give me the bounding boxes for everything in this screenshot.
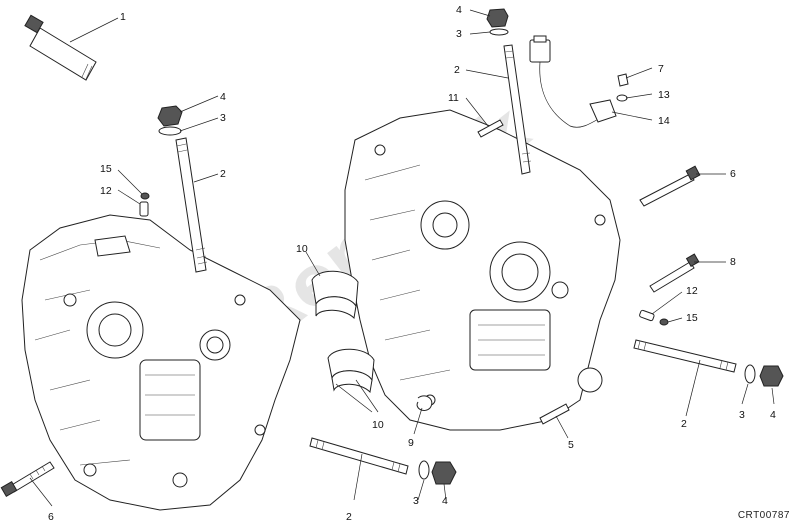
callout-4: 4: [220, 91, 226, 103]
callout-12: 12: [686, 285, 698, 297]
callout-12: 12: [100, 185, 112, 197]
bolt-5: [539, 403, 570, 425]
callout-5: 5: [568, 439, 574, 451]
circlip-9: [416, 395, 433, 411]
bolt-11: [477, 119, 504, 138]
callout-3: 3: [456, 28, 462, 40]
stud-2-right: [633, 339, 784, 387]
sensor-assembly: [529, 35, 629, 128]
callout-3: 3: [220, 112, 226, 124]
callout-4: 4: [442, 495, 448, 507]
stud-2-bottom: [309, 437, 457, 485]
callout-13: 13: [658, 89, 670, 101]
leader-lines: [29, 9, 775, 507]
right-crankcase-half: [344, 109, 621, 431]
callout-3: 3: [739, 409, 745, 421]
bolt-6-left: [0, 461, 55, 498]
callout-6: 6: [730, 168, 736, 180]
callout-15: 15: [686, 312, 698, 324]
callout-6: 6: [48, 511, 54, 523]
left-stud-assembly: [139, 105, 208, 273]
callout-2: 2: [346, 511, 352, 523]
callout-2: 2: [681, 418, 687, 430]
callout-8: 8: [730, 256, 736, 268]
sealant-tube: [24, 14, 97, 81]
callout-10: 10: [372, 419, 384, 431]
callout-4: 4: [770, 409, 776, 421]
callout-labels: 1 4 3 2 15 12 10 10 6 2 3 4 4 3 2 11 7 1…: [48, 4, 776, 523]
callout-11: 11: [448, 92, 459, 104]
callout-7: 7: [658, 63, 664, 75]
drawing-code: CRT00787: [737, 510, 790, 521]
bolt-6-right: [639, 165, 701, 207]
callout-15: 15: [100, 163, 112, 175]
main-bearing-shells: [311, 270, 375, 394]
callout-2: 2: [454, 64, 460, 76]
stud-assembly-top-right: [486, 8, 532, 175]
callout-2: 2: [220, 168, 226, 180]
callout-1: 1: [120, 11, 126, 23]
callout-4: 4: [456, 4, 462, 16]
callout-14: 14: [658, 115, 670, 127]
bolt-8: [649, 253, 700, 293]
dowel-oring-right: [639, 309, 669, 326]
callout-10: 10: [296, 243, 308, 255]
callout-9: 9: [408, 437, 414, 449]
callout-3: 3: [413, 495, 419, 507]
left-crankcase-half: [21, 214, 301, 511]
